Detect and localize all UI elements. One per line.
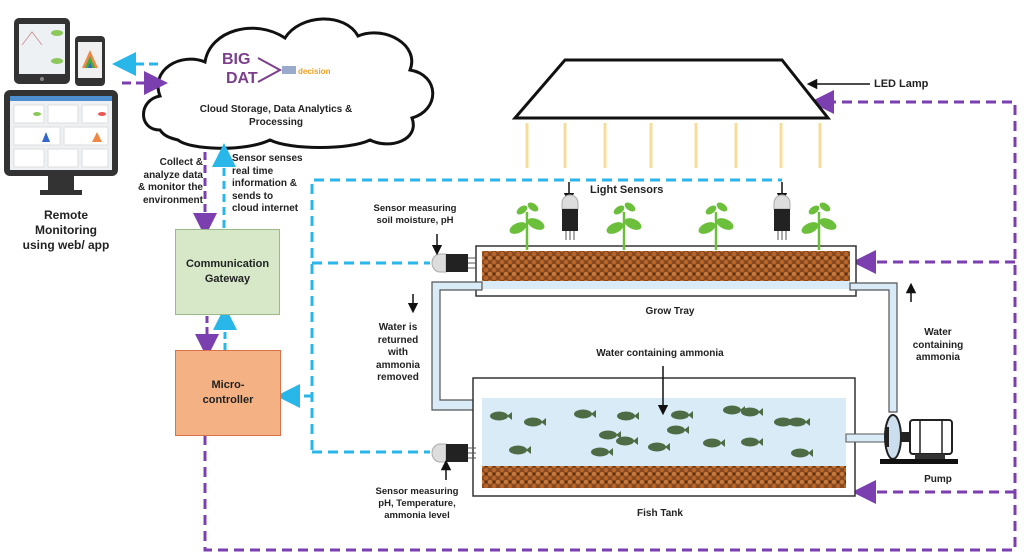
fish-icon (671, 410, 693, 420)
fish-tank-label: Fish Tank (637, 508, 683, 519)
fish-icon (741, 437, 763, 447)
logo-big: BIG (222, 51, 250, 68)
fish-icon (788, 417, 810, 427)
fish-icon (490, 411, 512, 421)
grow-tray-label: Grow Tray (645, 306, 695, 317)
led-lamp-label: LED Lamp (874, 78, 929, 90)
led-beams (525, 123, 822, 168)
fish-icon (791, 448, 813, 458)
fish-icon (574, 409, 596, 419)
gateway-label-line2: Gateway (204, 273, 251, 285)
light-sensor-device (561, 194, 579, 240)
fish-icon (741, 407, 763, 417)
gateway-label-line1: Communication (185, 257, 270, 270)
light-sensor-device (773, 194, 791, 240)
pump-icon (880, 414, 958, 464)
fish-group (490, 405, 813, 458)
fish-icon (703, 438, 725, 448)
fish-tank-gravel (482, 466, 846, 488)
tank-sensor-device (431, 443, 476, 463)
tank-water-label: Water containing ammonia (596, 348, 724, 359)
grow-tray-soil (482, 251, 850, 281)
plant-icon (698, 202, 734, 250)
fish-icon (648, 442, 670, 452)
tank-outlet-pipe (845, 433, 891, 443)
cloud-shape (142, 17, 435, 150)
microcontroller-box: Micro-controller (175, 350, 281, 436)
fish-icon (616, 436, 638, 446)
controller-label-line2: controller (202, 394, 254, 406)
monitor-icon (4, 90, 118, 195)
fish-icon (591, 447, 613, 457)
plants (509, 202, 837, 250)
sensor-bus-line (310, 178, 782, 450)
grow-tray-water (482, 281, 850, 289)
logo-dat: DAT (226, 70, 258, 87)
phone-icon (75, 36, 105, 86)
cloud-label: Cloud Storage, Data Analytics &Processin… (199, 104, 353, 128)
controller-label-line1: Micro- (211, 378, 245, 391)
fish-icon (599, 430, 621, 440)
tablet-icon (14, 18, 70, 84)
big-data-logo: BIG DAT decision (222, 51, 331, 87)
led-lamp (511, 58, 832, 120)
light-sensors-label: Light Sensors (590, 184, 664, 196)
fish-tank-water (482, 398, 846, 466)
logo-decision: decision (298, 67, 331, 76)
fish-icon (667, 425, 689, 435)
pump-label: Pump (924, 474, 952, 485)
plant-icon (606, 202, 642, 250)
return-pipe (431, 281, 483, 411)
fish-icon (524, 417, 546, 427)
plant-icon (509, 202, 545, 250)
fish-icon (509, 445, 531, 455)
supply-pipe (849, 282, 898, 413)
plant-icon (801, 202, 837, 250)
soil-sensor-device (431, 253, 476, 273)
fish-icon (617, 411, 639, 421)
